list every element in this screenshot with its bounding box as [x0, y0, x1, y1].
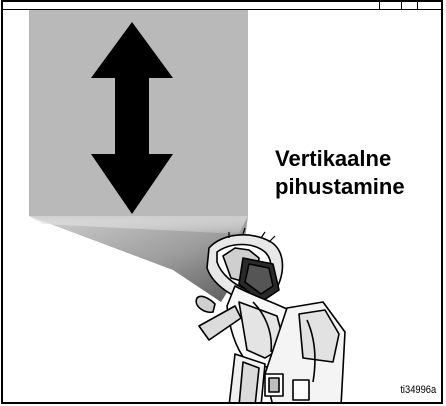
figure-id: ti34996a [400, 384, 436, 396]
spray-gun-illustration [196, 228, 345, 404]
caption: Vertikaalne pihustamine [275, 145, 440, 201]
caption-line-2: pihustamine [275, 173, 440, 201]
spray-illustration [3, 2, 443, 404]
caption-line-1: Vertikaalne [275, 145, 440, 173]
